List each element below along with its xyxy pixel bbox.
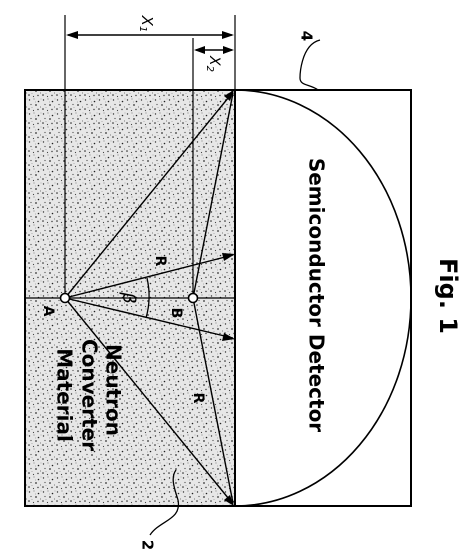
beta-angle-label: β — [118, 291, 139, 304]
point-b-label: B — [168, 308, 184, 319]
x2-arrowhead-right — [223, 46, 234, 54]
detection-semicircle — [234, 89, 412, 507]
radius-label-lower: R — [190, 393, 206, 404]
ray-a-to-axis-right — [64, 297, 234, 339]
x2-label: X2 — [204, 55, 222, 72]
point-a-label: A — [40, 306, 56, 317]
converter-label-line2: Converter — [78, 339, 102, 451]
leader-line-converter — [149, 469, 180, 536]
point-a-marker — [59, 292, 71, 304]
converter-label-line3: Material — [53, 348, 77, 442]
ray-b-to-top-edge — [192, 92, 234, 299]
detector-label: Semiconductor Detector — [305, 158, 329, 432]
semiconductor-detector-region — [234, 89, 412, 507]
ray-a-bottom-arrowhead — [224, 495, 234, 506]
ray-a-top-arrowhead — [224, 90, 234, 101]
ray-a-radius-arrowhead — [222, 253, 235, 261]
reference-numeral-detector: 4 — [298, 31, 316, 41]
beta-angle-arc — [145, 277, 150, 319]
point-b-marker — [187, 292, 199, 304]
ray-b-to-bottom-edge — [192, 297, 234, 504]
ray-a-radius-top — [64, 254, 234, 299]
reference-numeral-converter: 2 — [139, 540, 157, 550]
x1-label: X1 — [137, 15, 157, 33]
x1-arrowhead-right — [222, 31, 234, 39]
leader-line-detector — [299, 39, 321, 91]
ray-a-to-top-edge — [64, 91, 234, 299]
figure-caption: Fig. 1 — [434, 258, 462, 334]
radius-label-upper: R — [152, 256, 168, 267]
x2-arrowhead-left — [194, 46, 205, 54]
ray-a-to-bottom-edge — [64, 297, 234, 505]
ray-a-axis-arrowhead — [222, 333, 235, 341]
converter-label-line1: Neutron — [102, 344, 126, 436]
x1-arrowhead-left — [66, 31, 78, 39]
